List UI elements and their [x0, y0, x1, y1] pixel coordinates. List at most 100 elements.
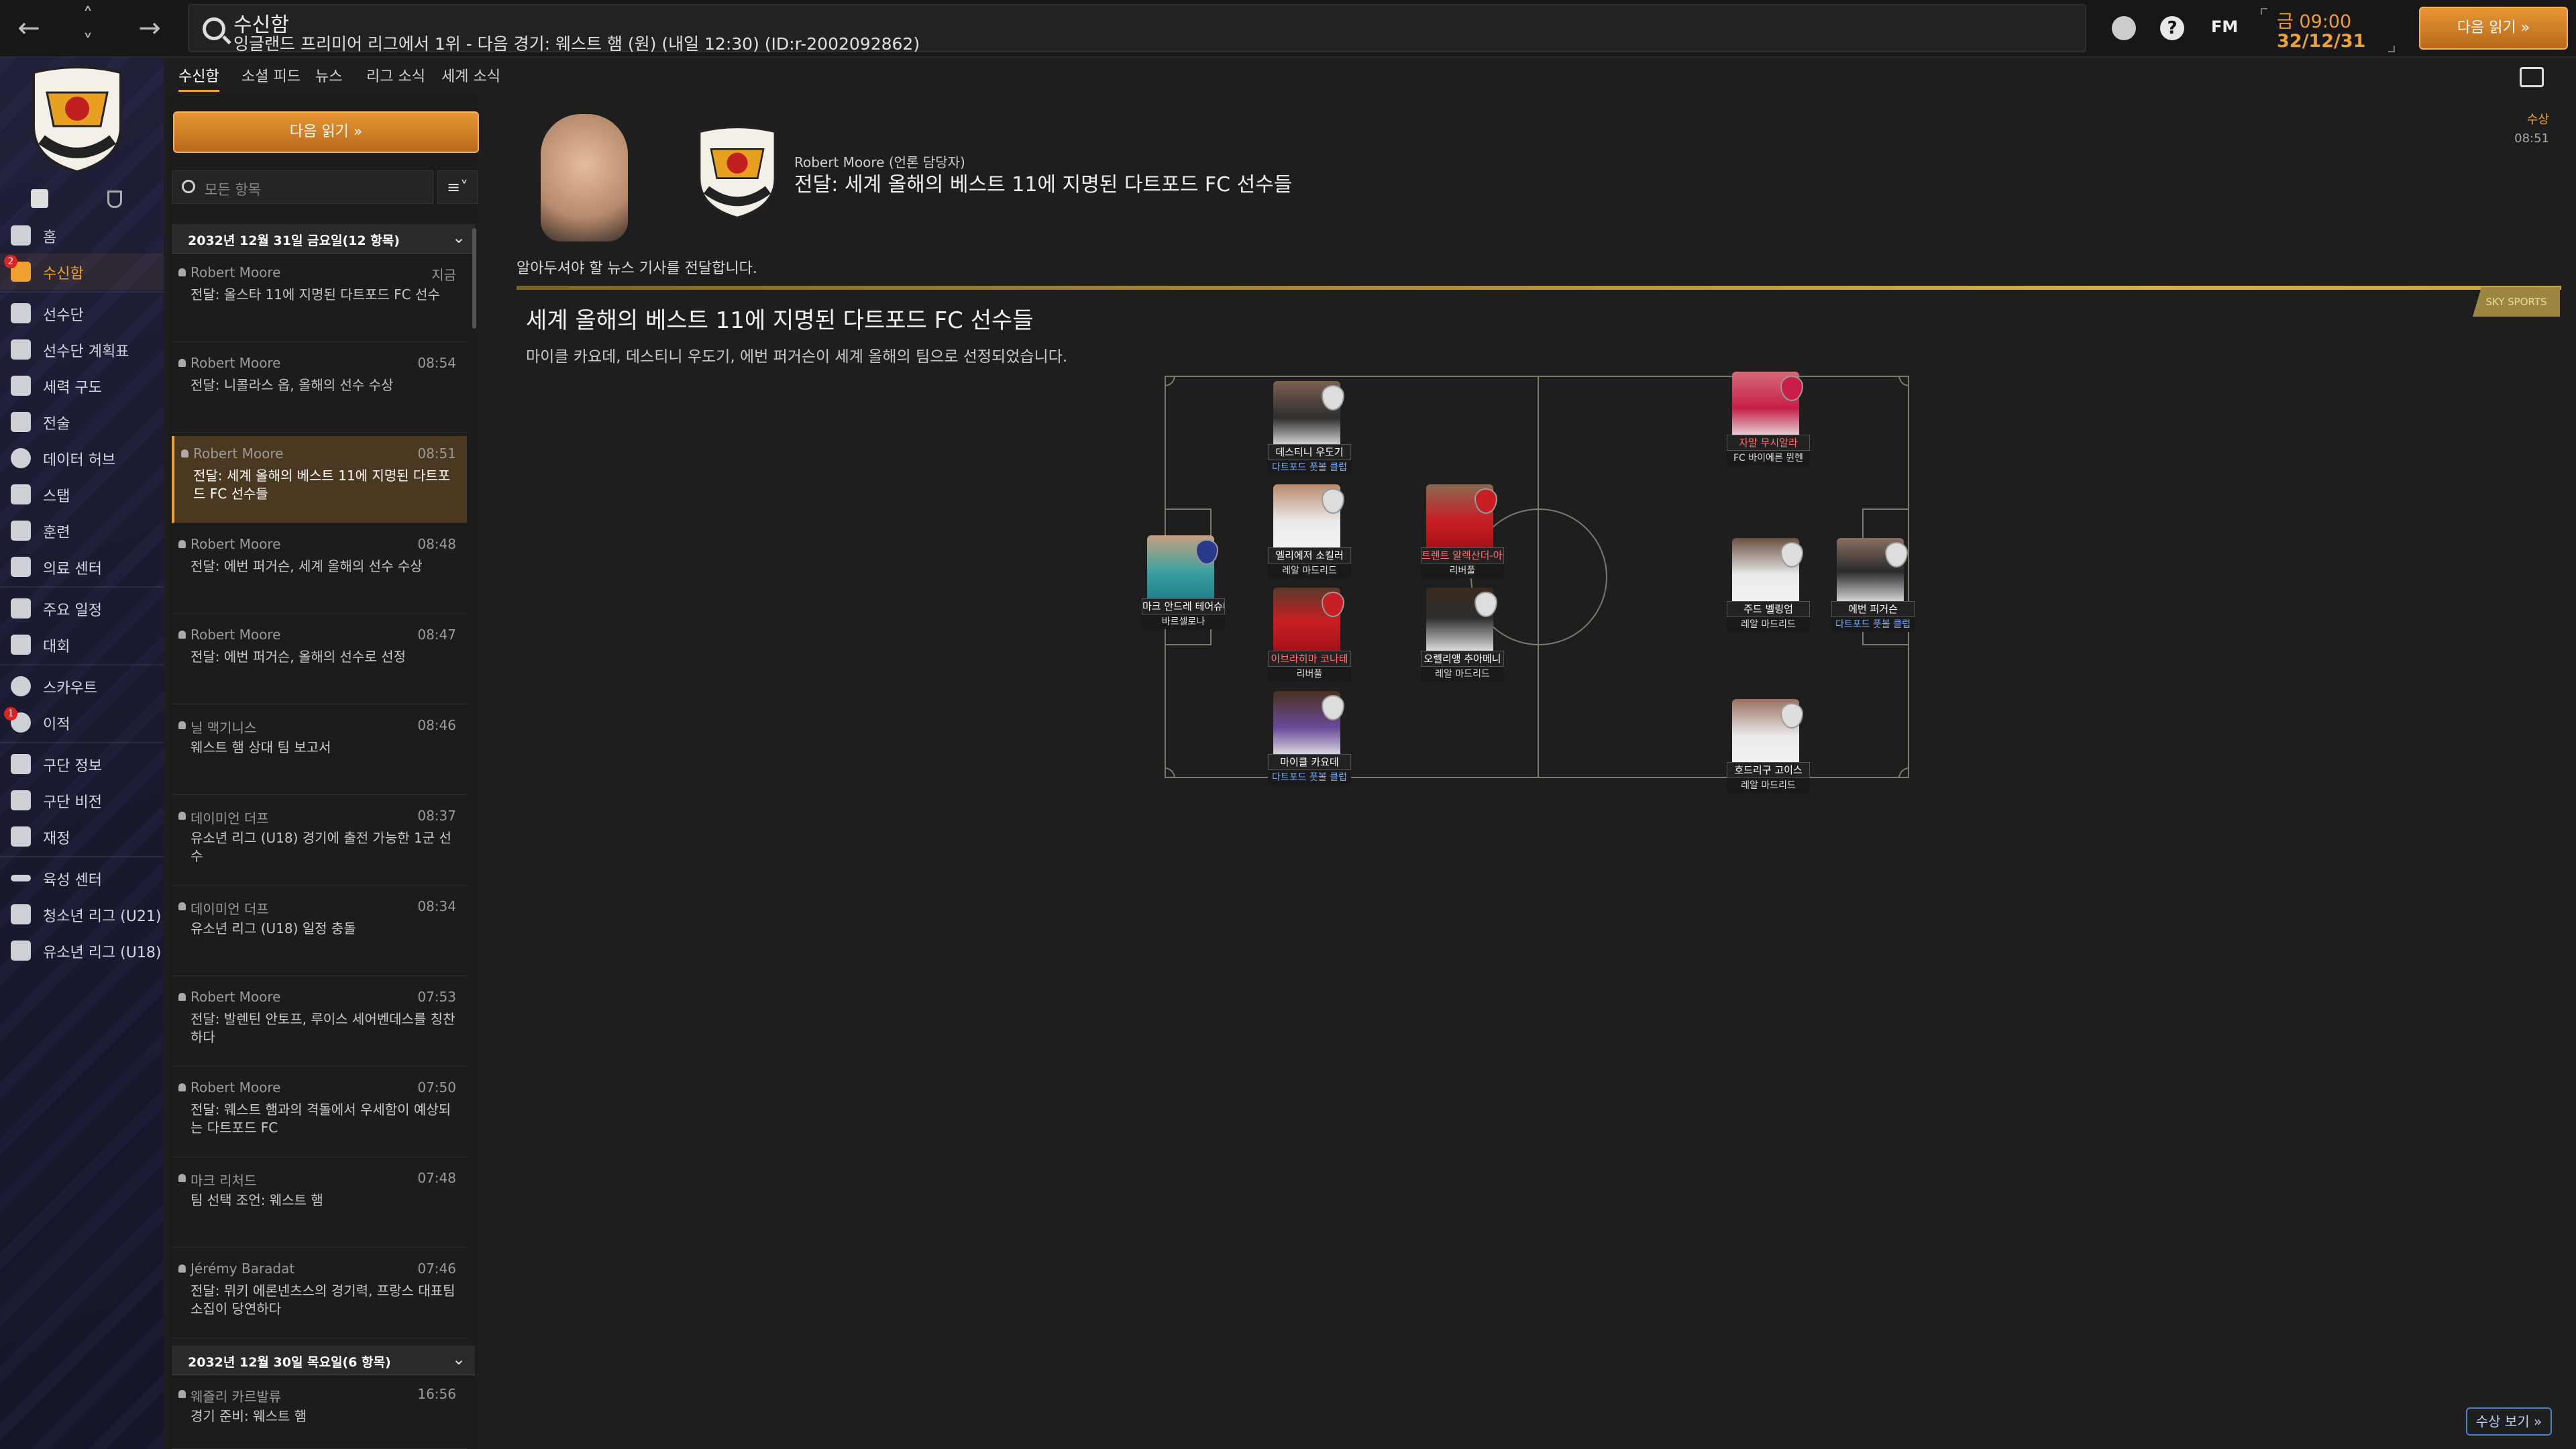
medical-icon: [11, 557, 31, 577]
nav-finances[interactable]: 재정: [0, 818, 164, 855]
player-card[interactable]: 주드 벨링엄 레알 마드리드: [1727, 538, 1810, 639]
news-source-tag: SKY SPORTS: [2473, 287, 2560, 317]
nav-staff[interactable]: 스탭: [0, 476, 164, 513]
nav-squad-planner[interactable]: 선수단 계획표: [0, 331, 164, 368]
nav-club-vision[interactable]: 구단 비전: [0, 782, 164, 818]
club-crest-icon: [1780, 542, 1803, 568]
player-card[interactable]: 마이클 카요데 다트포드 풋볼 클럽: [1268, 691, 1351, 792]
nav-u18[interactable]: 유소년 리그 (U18): [0, 932, 164, 969]
nav-club-info[interactable]: 구단 정보: [0, 746, 164, 782]
player-card[interactable]: 데스티니 우도기 다트포드 풋볼 클럽: [1268, 381, 1351, 482]
nav-home[interactable]: 홈: [0, 217, 164, 254]
growth-icon: [11, 875, 31, 881]
player-card[interactable]: 마크 안드레 테어슈테겐 바르셀로나: [1142, 535, 1225, 636]
date-group-header[interactable]: 2032년 12월 30일 목요일(6 항목) ⌄: [172, 1346, 475, 1375]
globe-icon[interactable]: [2112, 16, 2136, 40]
player-card[interactable]: 트렌트 알렉산더-아놀드 리버풀: [1421, 484, 1504, 585]
nav-squad[interactable]: 선수단: [0, 295, 164, 331]
club-shield-icon[interactable]: [31, 189, 48, 208]
award-tag: 수상: [2526, 113, 2549, 127]
tab-news[interactable]: 뉴스: [315, 68, 343, 85]
club-crest-icon: [1474, 592, 1497, 617]
club-crest-icon: [1322, 385, 1344, 411]
forward-arrow-icon[interactable]: →: [138, 13, 161, 44]
help-icon[interactable]: ?: [2160, 16, 2184, 40]
date-group-header[interactable]: 2032년 12월 31일 금요일(12 항목) ⌄: [172, 224, 475, 254]
tab-league-news[interactable]: 리그 소식: [366, 68, 425, 85]
tab-inbox[interactable]: 수신함: [178, 64, 219, 92]
view-awards-button[interactable]: 수상 보기 »: [2466, 1407, 2552, 1436]
team-icon: [11, 941, 31, 961]
transfers-badge: 1: [4, 707, 17, 720]
chevron-down-icon[interactable]: ˅: [83, 31, 93, 54]
nav-data-hub[interactable]: 데이터 허브: [0, 440, 164, 476]
team-icon: [11, 904, 31, 924]
player-card[interactable]: 자말 무시알라 FC 바이에른 뮌헨: [1727, 372, 1810, 472]
current-date: 32/12/31: [2277, 31, 2366, 52]
nav-training[interactable]: 훈련: [0, 513, 164, 549]
nav-dev-centre[interactable]: 육성 센터: [0, 860, 164, 896]
tactics-icon: [11, 412, 31, 432]
message-content: Robert Moore (언론 담당자) 전달: 세계 올해의 베스트 11에…: [499, 94, 2576, 1449]
nav-schedule[interactable]: 주요 일정: [0, 590, 164, 627]
trophy-icon: [11, 635, 31, 655]
nav-u21[interactable]: 청소년 리그 (U21): [0, 896, 164, 932]
club-crest-icon: [1885, 542, 1908, 568]
club-crest-icon: [1474, 488, 1497, 514]
current-time: 금 09:00: [2277, 11, 2352, 32]
search-bar[interactable]: 수신함 잉글랜드 프리미어 리그에서 1위 - 다음 경기: 웨스트 햄 (원)…: [188, 4, 2086, 54]
nav-competitions[interactable]: 대회: [0, 627, 164, 663]
club-crest-icon[interactable]: [27, 66, 127, 173]
player-card[interactable]: 엘리에저 소킬러 레알 마드리드: [1268, 484, 1351, 585]
continue-button[interactable]: 다음 읽기 »: [173, 111, 479, 153]
player-card[interactable]: 에번 퍼거슨 다트포드 풋볼 클럽: [1831, 538, 1915, 639]
calendar-icon: [11, 598, 31, 619]
news-divider: [517, 286, 2561, 290]
club-crest-icon: [1322, 592, 1344, 617]
player-card[interactable]: 이브라히마 코나테 리버풀: [1268, 588, 1351, 688]
notification-tag: 수상 08:51: [2514, 110, 2549, 146]
sender-name[interactable]: Robert Moore (언론 담당자): [794, 154, 965, 170]
chevron-down-icon: ⌄: [451, 228, 466, 247]
nav-dynamics[interactable]: 세력 구도: [0, 368, 164, 404]
continue-button-top[interactable]: 다음 읽기 »: [2419, 7, 2568, 50]
club-crest-icon: [1780, 376, 1803, 401]
chevron-down-icon: ⌄: [451, 1350, 466, 1368]
search-icon: [203, 17, 225, 40]
chevron-up-icon[interactable]: ˄: [83, 4, 93, 28]
trophy-icon[interactable]: [107, 191, 122, 208]
tab-social-feed[interactable]: 소셜 피드: [241, 68, 301, 85]
fm-logo[interactable]: FM: [2211, 17, 2239, 36]
article-title: 세계 올해의 베스트 11에 지명된 다트포드 FC 선수들: [526, 307, 1034, 334]
player-card[interactable]: 호드리구 고이스 레알 마드리드: [1727, 699, 1810, 800]
sort-button[interactable]: ≡˅: [437, 170, 478, 204]
shirt-icon: [11, 303, 31, 323]
sender-portrait[interactable]: [541, 114, 628, 241]
nav-tactics[interactable]: 전술: [0, 404, 164, 440]
print-icon[interactable]: [2520, 67, 2544, 87]
date-display[interactable]: 금 09:00 32/12/31: [2261, 5, 2395, 52]
nav-medical[interactable]: 의료 센터: [0, 549, 164, 585]
back-arrow-icon[interactable]: ←: [17, 13, 40, 44]
tab-world-news[interactable]: 세계 소식: [441, 68, 500, 85]
nav-scouting[interactable]: 스카우트: [0, 668, 164, 704]
filter-input[interactable]: 모든 항목: [172, 170, 433, 204]
club-crest-icon[interactable]: [694, 122, 781, 223]
scrollbar[interactable]: [472, 228, 476, 329]
player-card[interactable]: 오렐리앵 추아메니 레알 마드리드: [1421, 588, 1504, 688]
